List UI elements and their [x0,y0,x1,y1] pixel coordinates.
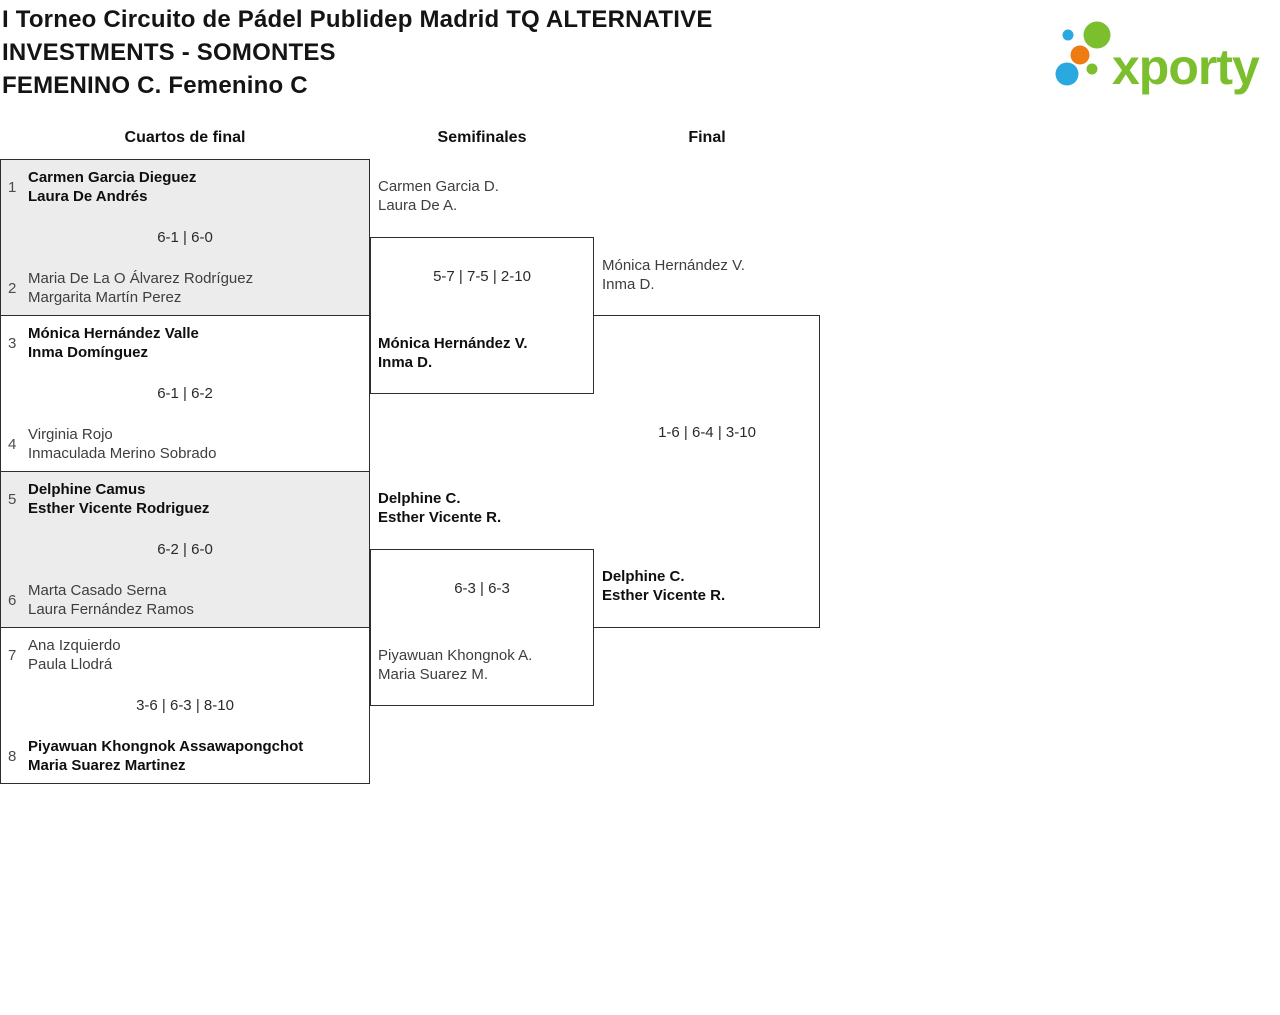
qf-match-1: 1 Carmen Garcia Dieguez Laura De Andrés … [0,159,370,316]
match-score: 6-1 | 6-2 [157,385,213,402]
seed-number: 6 [8,591,17,609]
team-names: Virginia Rojo Inmaculada Merino Sobrado [28,425,216,463]
sf-match-1-box [370,237,594,394]
tournament-title: I Torneo Circuito de Pádel Publidep Madr… [2,3,713,102]
team-name-line: Ana Izquierdo [28,637,121,654]
final-team-top: Mónica Hernández V. Inma D. [602,256,812,294]
team-name-line: Virginia Rojo [28,426,113,443]
team-name-line: Esther Vicente R. [602,587,726,604]
match-score: 6-2 | 6-0 [157,541,213,558]
team-names: Maria De La O Álvarez Rodríguez Margarit… [28,269,253,307]
team-name-line: Maria De La O Álvarez Rodríguez [28,270,254,287]
final-score: 1-6 | 6-4 | 3-10 [658,424,756,441]
team-names: Mónica Hernández Valle Inma Domínguez [28,324,199,362]
team-name-line: Margarita Martín Perez [28,289,182,306]
qf1-team-bottom: 2 Maria De La O Álvarez Rodríguez Margar… [1,269,369,307]
final-team-bottom: Delphine C. Esther Vicente R. [602,567,812,605]
sf2-team-top: Delphine C. Esther Vicente R. [378,489,588,527]
team-name-line: Mónica Hernández Valle [28,325,199,342]
team-name-line: Delphine C. [602,568,685,585]
team-name-line: Marta Casado Serna [28,582,167,599]
seed-number: 4 [8,435,17,453]
team-names: Carmen Garcia Dieguez Laura De Andrés [28,168,196,206]
title-line-1: I Torneo Circuito de Pádel Publidep Madr… [2,6,713,33]
team-name-line: Carmen Garcia Dieguez [28,169,197,186]
qf2-team-top: 3 Mónica Hernández Valle Inma Domínguez [1,324,369,362]
qf1-team-top: 1 Carmen Garcia Dieguez Laura De Andrés [1,168,369,206]
sf1-score: 5-7 | 7-5 | 2-10 [433,268,531,285]
sf-match-2-box [370,549,594,706]
team-name-line: Laura De A. [378,197,458,214]
team-names: Ana Izquierdo Paula Llodrá [28,636,121,674]
match-score: 3-6 | 6-3 | 8-10 [136,697,234,714]
seed-number: 3 [8,334,17,352]
team-name-line: Maria Suarez M. [378,666,489,683]
round-header-final: Final [688,129,726,146]
sf1-team-bottom: Mónica Hernández V. Inma D. [378,334,588,372]
title-line-3: FEMENINO C. Femenino C [2,72,308,99]
team-name-line: Delphine Camus [28,481,146,498]
team-names: Delphine Camus Esther Vicente Rodriguez [28,480,209,518]
xporty-wordmark: xporty [1112,39,1260,95]
round-header-cuartos: Cuartos de final [124,129,246,146]
qf4-team-top: 7 Ana Izquierdo Paula Llodrá [1,636,369,674]
team-name-line: Laura De Andrés [28,188,148,205]
team-name-line: Piyawuan Khongnok Assawapongchot [28,738,304,755]
team-name-line: Piyawuan Khongnok A. [378,647,533,664]
qf3-team-top: 5 Delphine Camus Esther Vicente Rodrigue… [1,480,369,518]
qf2-team-bottom: 4 Virginia Rojo Inmaculada Merino Sobrad… [1,425,369,463]
seed-number: 1 [8,178,17,196]
seed-number: 5 [8,490,17,508]
team-names: Piyawuan Khongnok Assawapongchot Maria S… [28,737,303,775]
qf-match-4: 7 Ana Izquierdo Paula Llodrá 3-6 | 6-3 |… [0,627,370,784]
team-name-line: Carmen Garcia D. [378,178,499,195]
qf3-team-bottom: 6 Marta Casado Serna Laura Fernández Ram… [1,581,369,619]
xporty-logo-icon [1055,21,1111,86]
seed-number: 2 [8,279,17,297]
team-name-line: Delphine C. [378,490,461,507]
team-name-line: Mónica Hernández V. [378,335,528,352]
team-name-line: Maria Suarez Martinez [28,757,186,774]
team-name-line: Inma Domínguez [28,344,149,361]
quarterfinals-column: 1 Carmen Garcia Dieguez Laura De Andrés … [0,159,370,784]
team-name-line: Esther Vicente R. [378,509,502,526]
title-line-2: INVESTMENTS - SOMONTES [2,39,336,66]
seed-number: 8 [8,747,17,765]
xporty-logo[interactable]: xporty [1048,17,1278,93]
team-names: Marta Casado Serna Laura Fernández Ramos [28,581,194,619]
sf2-team-bottom: Piyawuan Khongnok A. Maria Suarez M. [378,646,588,684]
qf-match-3: 5 Delphine Camus Esther Vicente Rodrigue… [0,471,370,628]
sf1-team-top: Carmen Garcia D. Laura De A. [378,177,588,215]
team-name-line: Laura Fernández Ramos [28,601,194,618]
sf2-score: 6-3 | 6-3 [454,580,510,597]
match-score: 6-1 | 6-0 [157,229,213,246]
qf-match-2: 3 Mónica Hernández Valle Inma Domínguez … [0,315,370,472]
qf4-team-bottom: 8 Piyawuan Khongnok Assawapongchot Maria… [1,737,369,775]
team-name-line: Esther Vicente Rodriguez [28,500,210,517]
team-name-line: Inmaculada Merino Sobrado [28,445,217,462]
round-header-semifinales: Semifinales [437,129,527,146]
team-name-line: Inma D. [378,354,433,371]
team-name-line: Mónica Hernández V. [602,257,745,274]
team-name-line: Paula Llodrá [28,656,113,673]
final-match-box [594,315,820,628]
team-name-line: Inma D. [602,276,655,293]
seed-number: 7 [8,646,17,664]
